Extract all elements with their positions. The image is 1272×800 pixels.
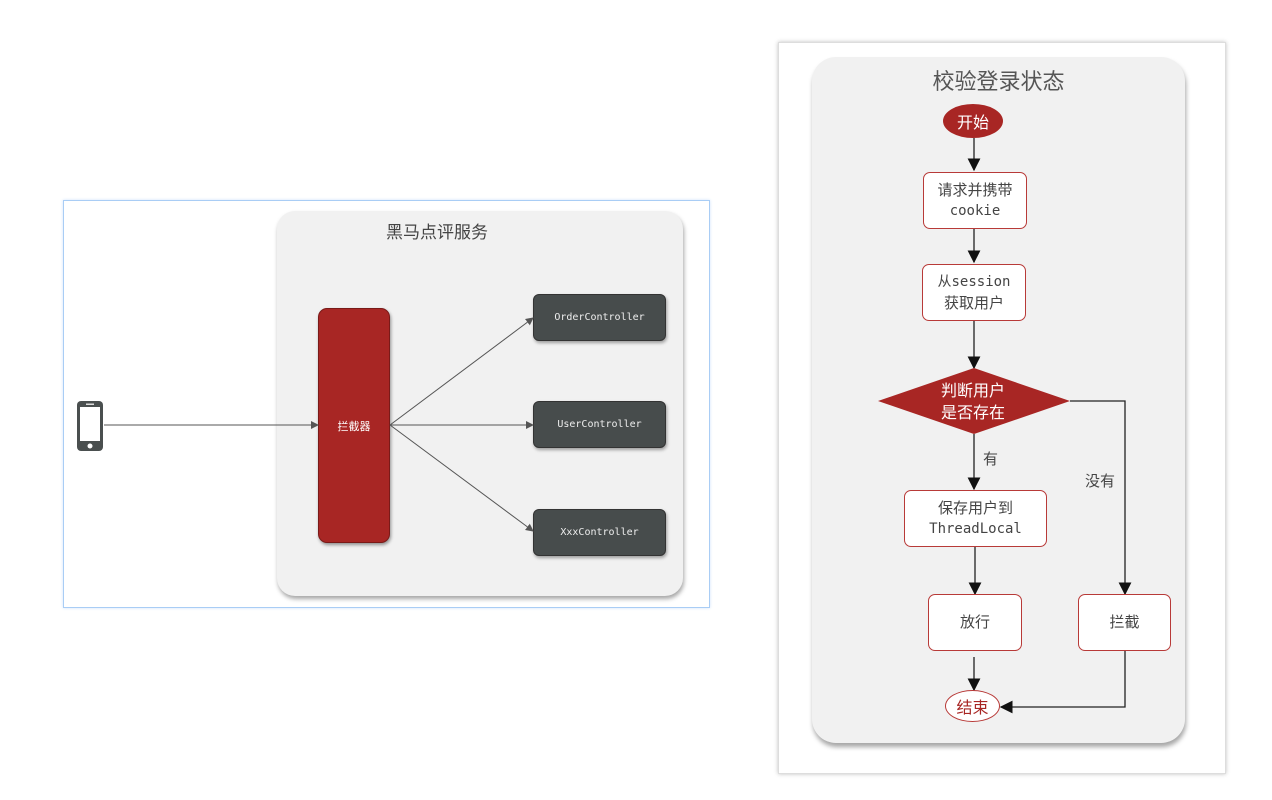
allow-label: 放行 — [959, 613, 990, 631]
get-user-from-session-node: 从session 获取用户 — [922, 264, 1026, 321]
allow-node: 放行 — [928, 594, 1022, 651]
node-label-line2: ThreadLocal — [929, 520, 1022, 537]
decision-label-line2: 是否存在 — [940, 403, 1005, 422]
start-label: 开始 — [956, 113, 989, 132]
flow-start-node: 开始 — [943, 104, 1003, 138]
decision-label: 判断用户 是否存在 — [900, 380, 1046, 424]
yes-branch-label: 有 — [983, 450, 999, 468]
node-label-line1: 请求并携带 — [937, 180, 1013, 199]
order-controller-box: OrderController — [533, 294, 666, 341]
controller-label: XxxController — [560, 527, 639, 538]
controller-label: OrderController — [554, 312, 645, 323]
interceptor-label: 拦截器 — [337, 419, 371, 433]
xxx-controller-box: XxxController — [533, 509, 666, 556]
flow-title: 校验登录状态 — [932, 70, 1065, 95]
user-controller-box: UserController — [533, 401, 666, 448]
controller-label: UserController — [557, 419, 642, 430]
block-label: 拦截 — [1109, 613, 1140, 631]
request-with-cookie-node: 请求并携带 cookie — [923, 172, 1027, 229]
node-label-line2: cookie — [949, 202, 1001, 219]
block-node: 拦截 — [1078, 594, 1171, 651]
end-label: 结束 — [956, 698, 989, 717]
mobile-phone-icon — [76, 400, 104, 456]
node-label-line1: 从session — [937, 273, 1011, 290]
interceptor-block: 拦截器 — [318, 308, 390, 543]
node-label-line1: 保存用户到 — [937, 498, 1013, 517]
node-label-line2: 获取用户 — [943, 293, 1004, 312]
save-user-threadlocal-node: 保存用户到 ThreadLocal — [904, 490, 1047, 547]
decision-label-line1: 判断用户 — [940, 381, 1005, 400]
no-branch-label: 没有 — [1085, 472, 1116, 490]
service-title: 黑马点评服务 — [386, 223, 488, 243]
flow-end-node: 结束 — [945, 690, 1000, 722]
